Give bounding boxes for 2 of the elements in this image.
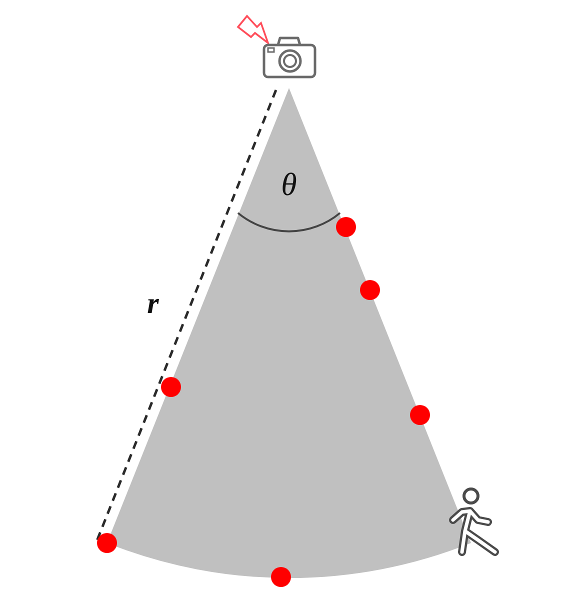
- angle-symbol: θ: [281, 168, 297, 200]
- radius-symbol: r: [147, 289, 159, 319]
